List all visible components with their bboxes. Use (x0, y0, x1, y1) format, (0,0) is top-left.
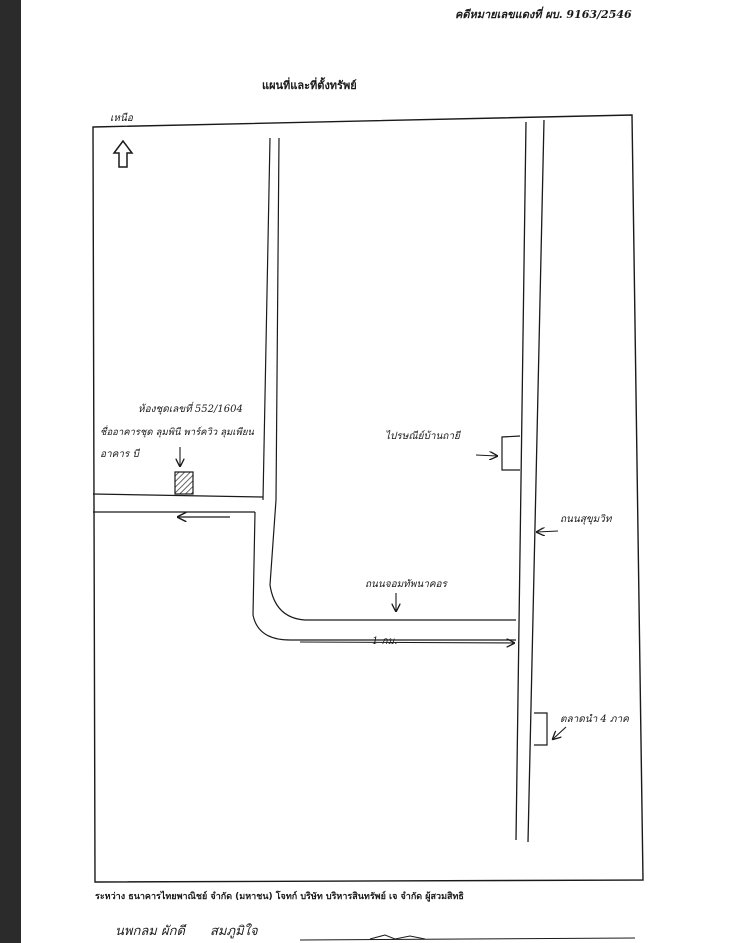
property-label-line2: ชื่ออาคารชุด ลุมพินี พาร์ควิว ลุมเพียน (100, 427, 254, 438)
sukhumvit-label: ถนนสุขุมวิท (560, 514, 612, 525)
signature-1: นพกลม ผักดี (115, 924, 185, 939)
distance-label: 1 กม. (372, 636, 398, 647)
case-number: คดีหมายเลขแดงที่ ผบ. 9163/2546 (455, 8, 632, 21)
arrow-sukhumvit-label (537, 531, 559, 532)
market-building (501, 435, 521, 471)
arrow-water-plant (553, 726, 567, 739)
page-edge-shadow (0, 0, 21, 943)
property-marker (174, 471, 194, 495)
water-plant-marker (534, 712, 548, 746)
property-label-line1: ห้องชุดเลขที่ 552/1604 (138, 404, 243, 415)
footer-parties: ระหว่าง ธนาคารไทยพาณิชย์ จำกัด (มหาชน) โ… (95, 892, 464, 902)
north-arrow-icon (112, 139, 134, 168)
road-sukhumvit-left-edge (515, 121, 527, 841)
soi-label: ถนนจอมทัพนาคอร (365, 579, 447, 590)
property-label-line3: อาคาร บี (100, 449, 139, 460)
market-label: ไปรษณีย์บ้านถายี (385, 431, 460, 442)
road-soi-outer-edge (252, 511, 516, 641)
road-upper-vertical-left-edge (262, 137, 271, 501)
road-sukhumvit-right-edge (527, 119, 545, 843)
north-label: เหนือ (110, 113, 133, 124)
arrow-to-sukhumvit (299, 642, 514, 643)
road-horizontal-top-edge (92, 493, 264, 498)
map-frame (92, 114, 644, 883)
map-title: แผนที่และที่ตั้งทรัพย์ (262, 79, 357, 92)
road-upper-vertical-right-edge (275, 137, 280, 501)
road-soi-inner-edge (269, 499, 516, 621)
arrow-market (475, 455, 497, 456)
water-plant-label: ตลาดนำ 4 ภาค (560, 714, 629, 725)
signature-2: สมภูมิใจ (210, 924, 258, 939)
signature-line (300, 934, 636, 941)
